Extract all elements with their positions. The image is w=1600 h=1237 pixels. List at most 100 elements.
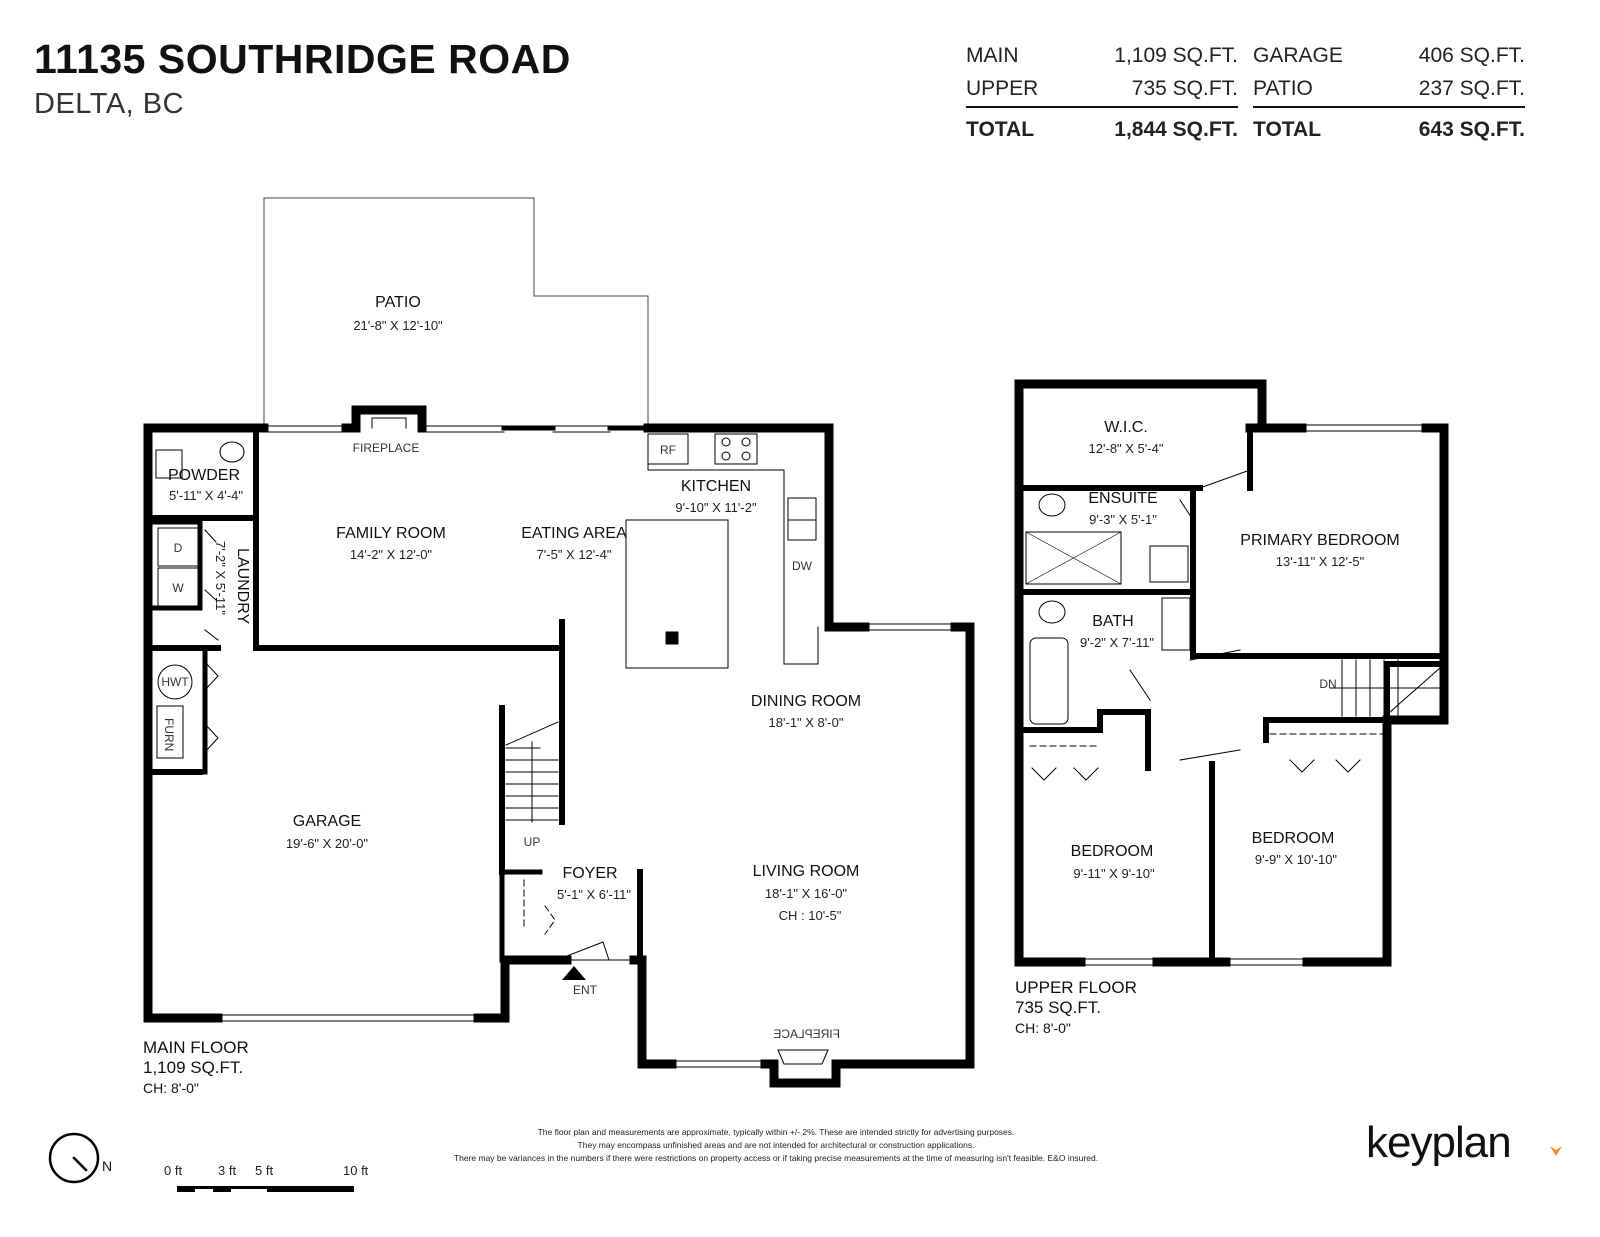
area-value: 237 SQ.FT. bbox=[1418, 77, 1525, 100]
area-divider bbox=[966, 106, 1238, 108]
eating-area-name: EATING AREA bbox=[521, 525, 627, 542]
upper-floor-ceiling: CH: 8'-0" bbox=[1015, 1020, 1071, 1036]
kitchen-dim: 9'-10" X 11'-2" bbox=[675, 500, 757, 515]
wic-dim: 12'-8" X 5'-4" bbox=[1089, 441, 1164, 456]
garage-name: GARAGE bbox=[293, 813, 361, 830]
fridge-label: RF bbox=[660, 443, 676, 457]
main-floor-area: 1,109 SQ.FT. bbox=[143, 1058, 244, 1077]
upper-stairs bbox=[1329, 659, 1441, 717]
compass-circle bbox=[48, 1132, 100, 1184]
scale-label: 3 ft bbox=[218, 1163, 237, 1178]
laundry-name: LAUNDRY bbox=[234, 548, 251, 625]
area-value: 1,109 SQ.FT. bbox=[1114, 44, 1238, 67]
fireplace-bottom bbox=[760, 1059, 854, 1088]
scale-label: 0 ft bbox=[164, 1163, 183, 1178]
area-value: 406 SQ.FT. bbox=[1418, 44, 1525, 67]
kitchen-sink bbox=[787, 497, 817, 541]
upper-exterior-wall bbox=[1014, 379, 1267, 433]
main-exterior-wall bbox=[143, 423, 223, 1023]
kitchen-island bbox=[625, 519, 729, 669]
main-floor-ceiling: CH: 8'-0" bbox=[143, 1080, 199, 1096]
fridge bbox=[647, 433, 689, 465]
window bbox=[966, 635, 974, 711]
ensuite-sink bbox=[1149, 545, 1189, 583]
main-stairs bbox=[505, 721, 559, 823]
upper-floor-area: 735 SQ.FT. bbox=[1015, 998, 1101, 1017]
window bbox=[864, 623, 956, 631]
disclaimer-line: They may encompass unfinished areas and … bbox=[577, 1140, 975, 1150]
dining-room-name: DINING ROOM bbox=[751, 693, 861, 710]
main-floor-label: MAIN FLOOR bbox=[143, 1038, 249, 1057]
logo-accent-icon bbox=[1550, 1146, 1562, 1156]
furnace bbox=[156, 705, 184, 759]
area-total-value: 1,844 SQ.FT. bbox=[1114, 118, 1238, 141]
kitchen-counter bbox=[647, 433, 819, 665]
fireplace-label: FIREPLACE bbox=[353, 441, 420, 455]
bathtub bbox=[1029, 637, 1069, 725]
disclaimer-line: The floor plan and measurements are appr… bbox=[537, 1127, 1015, 1137]
area-label: UPPER bbox=[966, 77, 1039, 100]
window bbox=[421, 425, 505, 433]
main-floor-labels: PATIO 21'-8" X 12'-10" FIREPLACE POWDER … bbox=[161, 294, 861, 1041]
wic-name: W.I.C. bbox=[1104, 419, 1148, 436]
ensuite-toilet bbox=[1038, 493, 1066, 517]
door-swing bbox=[204, 529, 219, 753]
area-row-total: TOTAL 643 SQ.FT. bbox=[1253, 118, 1525, 151]
compass-needle bbox=[72, 1156, 88, 1172]
ensuite-name: ENSUITE bbox=[1088, 490, 1157, 507]
window bbox=[848, 1060, 956, 1068]
property-address: 11135 SOUTHRIDGE ROAD bbox=[34, 36, 571, 82]
area-total-value: 643 SQ.FT. bbox=[1418, 118, 1525, 141]
area-row-patio: PATIO 237 SQ.FT. bbox=[1253, 77, 1525, 110]
compass-north-label: N bbox=[102, 1158, 113, 1174]
disclaimer-line: There may be variances in the numbers if… bbox=[453, 1153, 1099, 1163]
bedroom-2-dim: 9'-9" X 10'-10" bbox=[1255, 852, 1338, 867]
area-divider bbox=[1253, 106, 1525, 108]
window bbox=[1080, 958, 1158, 966]
powder-sink bbox=[155, 449, 183, 479]
window bbox=[1301, 424, 1427, 432]
interior-wall bbox=[253, 425, 565, 651]
dining-room-dim: 18'-1" X 8'-0" bbox=[769, 715, 844, 730]
hwt-label: HWT bbox=[161, 675, 189, 689]
family-room-dim: 14'-2" X 12'-0" bbox=[350, 547, 433, 562]
area-table-right: GARAGE 406 SQ.FT. PATIO 237 SQ.FT. TOTAL… bbox=[1253, 44, 1525, 151]
patio-dim: 21'-8" X 12'-10" bbox=[353, 318, 443, 333]
area-label: MAIN bbox=[966, 44, 1019, 67]
fireplace-bottom-label: FIREPLACE bbox=[773, 1027, 840, 1041]
furnace-label: FURN bbox=[162, 718, 176, 751]
door-swing bbox=[1129, 469, 1251, 761]
powder-name: POWDER bbox=[168, 467, 240, 484]
powder-toilet bbox=[219, 441, 245, 463]
area-row-garage: GARAGE 406 SQ.FT. bbox=[1253, 44, 1525, 77]
window bbox=[267, 425, 347, 433]
powder-dim: 5'-11" X 4'-4" bbox=[169, 488, 243, 503]
bath-dim: 9'-2" X 7'-11" bbox=[1080, 635, 1154, 650]
washer bbox=[157, 567, 199, 607]
dryer-label: D bbox=[174, 541, 183, 555]
property-city: DELTA, BC bbox=[34, 88, 185, 120]
ensuite-shower bbox=[1025, 531, 1122, 585]
area-value: 735 SQ.FT. bbox=[1131, 77, 1238, 100]
ensuite-dim: 9'-3" X 5'-1" bbox=[1089, 512, 1157, 527]
patio-name: PATIO bbox=[375, 294, 421, 311]
window bbox=[1225, 958, 1308, 966]
logo-text: keyplan bbox=[1366, 1118, 1512, 1167]
fireplace-top bbox=[341, 405, 427, 433]
eating-area-dim: 7'-5" X 12'-4" bbox=[537, 547, 612, 562]
window bbox=[217, 1014, 479, 1022]
living-room-name: LIVING ROOM bbox=[753, 863, 860, 880]
dryer bbox=[157, 527, 199, 567]
dishwasher-label: DW bbox=[792, 559, 813, 573]
bedroom-1-name: BEDROOM bbox=[1071, 843, 1154, 860]
scale-label: 5 ft bbox=[255, 1163, 274, 1178]
washer-label: W bbox=[172, 581, 184, 595]
stairs-down-label: DN bbox=[1319, 677, 1336, 691]
hot-water-tank bbox=[157, 664, 193, 700]
entry-arrow bbox=[562, 966, 586, 980]
area-row-total: TOTAL 1,844 SQ.FT. bbox=[966, 118, 1238, 151]
patio-outline bbox=[263, 197, 649, 429]
main-floor-info: MAIN FLOOR 1,109 SQ.FT. CH: 8'-0" bbox=[143, 1038, 249, 1098]
area-total-label: TOTAL bbox=[1253, 118, 1322, 141]
